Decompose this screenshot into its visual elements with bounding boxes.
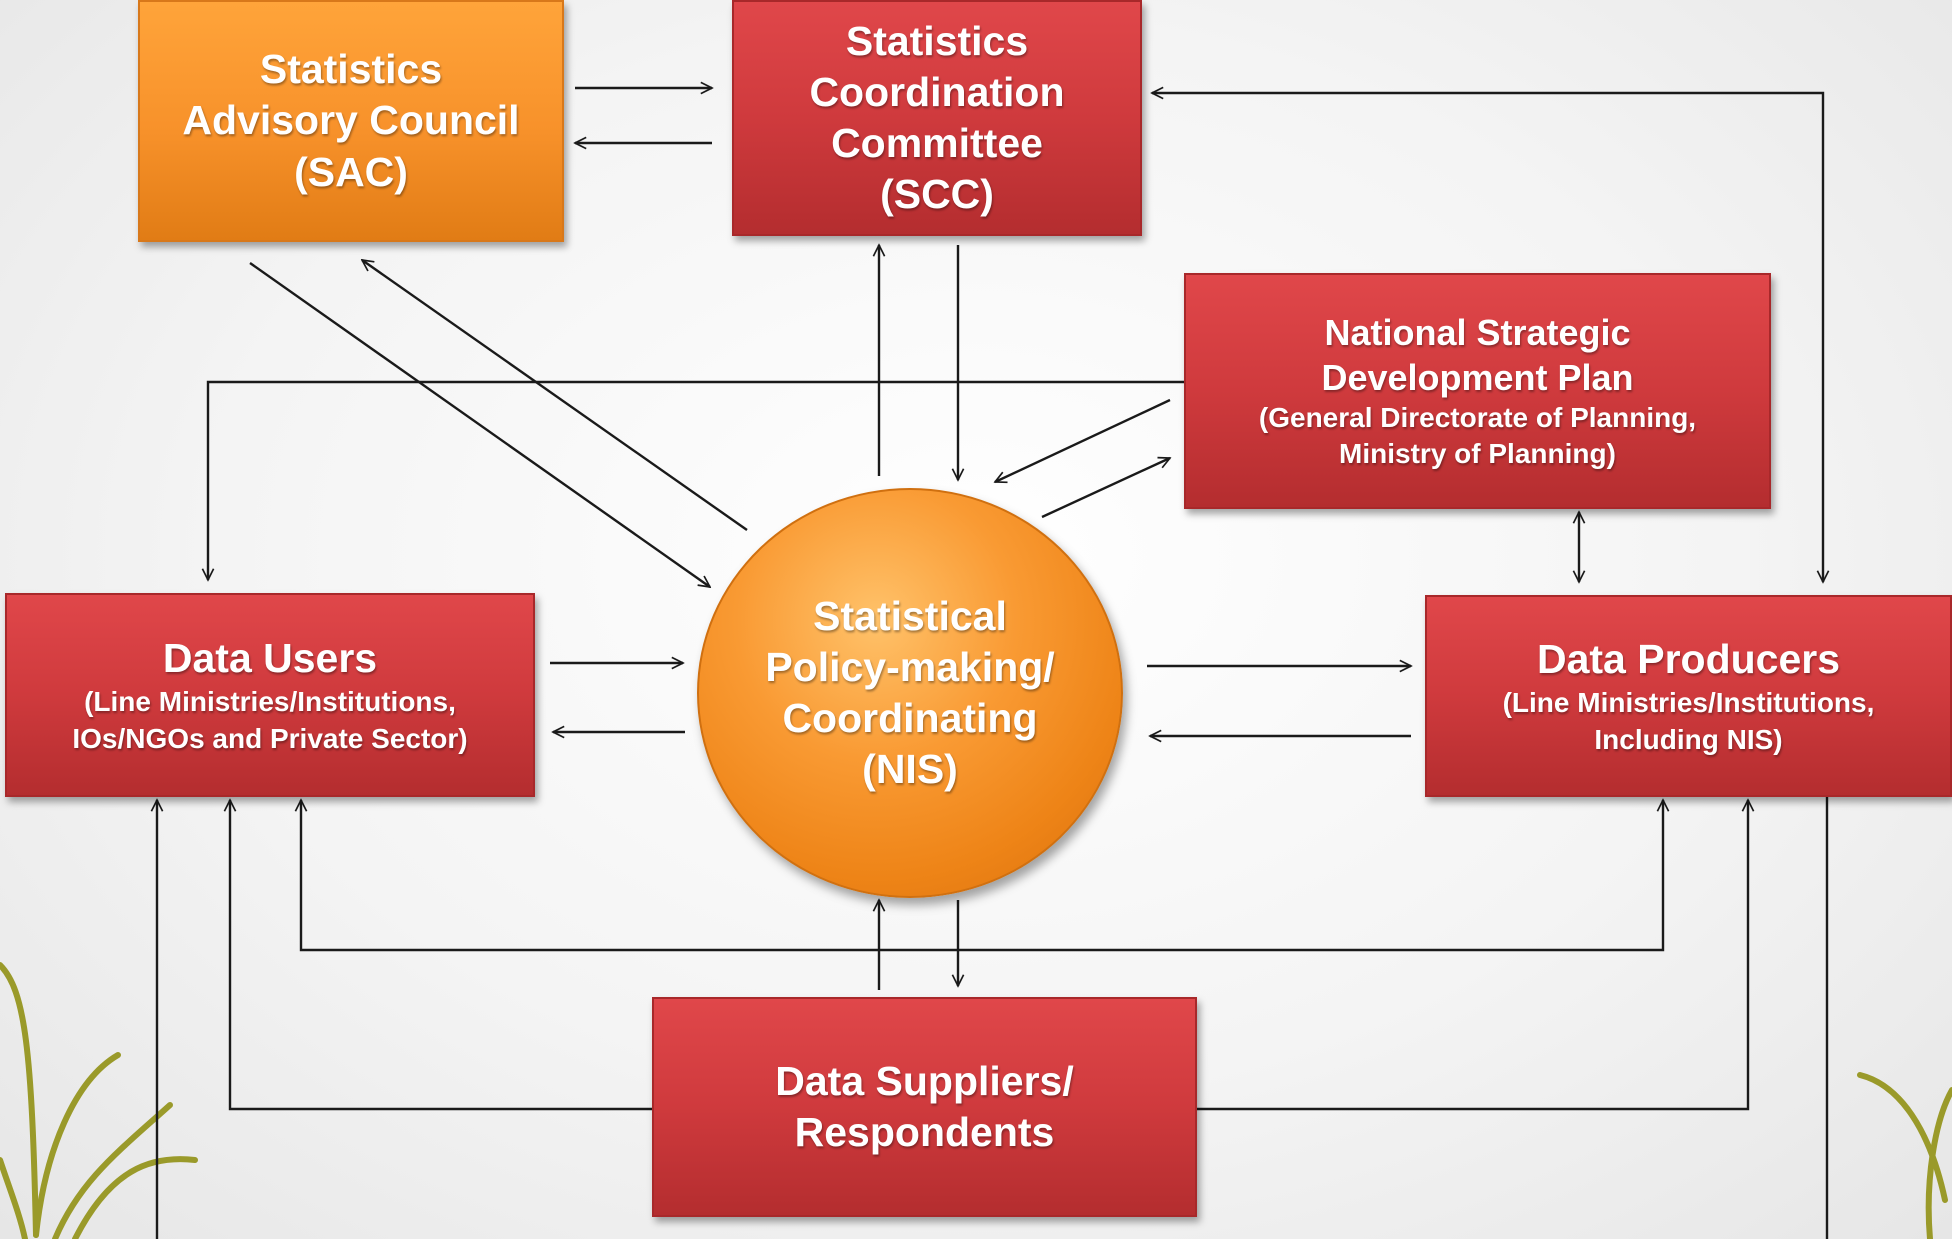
grass-decoration-right — [1857, 1072, 1952, 1239]
arrow-users-producers-loop — [301, 800, 1663, 952]
users-sub-line-1: (Line Ministries/Institutions, — [84, 686, 456, 718]
scc-line-3: Committee — [831, 120, 1043, 166]
arrow-nis-to-sac — [362, 260, 748, 531]
arrow-nsdp-to-nis — [995, 398, 1171, 482]
arrow-nis-to-nsdp — [1041, 458, 1170, 519]
node-nsdp: National Strategic Development Plan (Gen… — [1184, 273, 1771, 509]
sac-line-3: (SAC) — [294, 148, 408, 195]
producers-title: Data Producers — [1536, 635, 1841, 682]
nsdp-sub-line-1: (General Directorate of Planning, — [1258, 401, 1697, 433]
nis-line-4: (NIS) — [862, 746, 958, 793]
arrow-sac-to-nis — [249, 262, 710, 587]
nsdp-line-2: Development Plan — [1321, 356, 1634, 398]
node-nis: Statistical Policy-making/ Coordinating … — [697, 488, 1123, 898]
arrow-producers-to-scc — [1152, 93, 1823, 582]
nis-line-3: Coordinating — [782, 695, 1038, 741]
node-sac: Statistics Advisory Council (SAC) — [138, 0, 564, 242]
grass-decoration-left — [0, 962, 198, 1239]
sac-line-2: Advisory Council — [182, 97, 520, 144]
sac-line-1: Statistics — [259, 46, 443, 93]
node-data-users: Data Users (Line Ministries/Institutions… — [5, 593, 535, 797]
suppliers-line-1: Data Suppliers/ — [775, 1057, 1074, 1104]
producers-sub-line-1: (Line Ministries/Institutions, — [1502, 687, 1875, 719]
scc-line-2: Coordination — [809, 68, 1065, 115]
nis-line-1: Statistical — [813, 592, 1007, 639]
arrow-suppliers-to-users — [230, 800, 652, 1111]
users-sub-line-2: IOs/NGOs and Private Sector) — [72, 722, 468, 754]
node-data-producers: Data Producers (Line Ministries/Institut… — [1425, 595, 1952, 797]
nsdp-line-1: National Strategic — [1324, 311, 1631, 353]
scc-line-1: Statistics — [845, 17, 1029, 64]
producers-sub-line-2: Including NIS) — [1594, 723, 1783, 755]
arrow-nsdp-to-users — [208, 380, 1184, 580]
node-scc: Statistics Coordination Committee (SCC) — [732, 0, 1142, 236]
suppliers-line-2: Respondents — [794, 1109, 1055, 1155]
arrow-suppliers-to-producers — [1197, 800, 1748, 1111]
users-title: Data Users — [162, 634, 378, 681]
scc-line-4: (SCC) — [880, 171, 994, 218]
nsdp-sub-line-2: Ministry of Planning) — [1339, 438, 1616, 469]
node-data-suppliers: Data Suppliers/ Respondents — [652, 997, 1197, 1217]
nis-line-2: Policy-making/ — [765, 643, 1055, 690]
